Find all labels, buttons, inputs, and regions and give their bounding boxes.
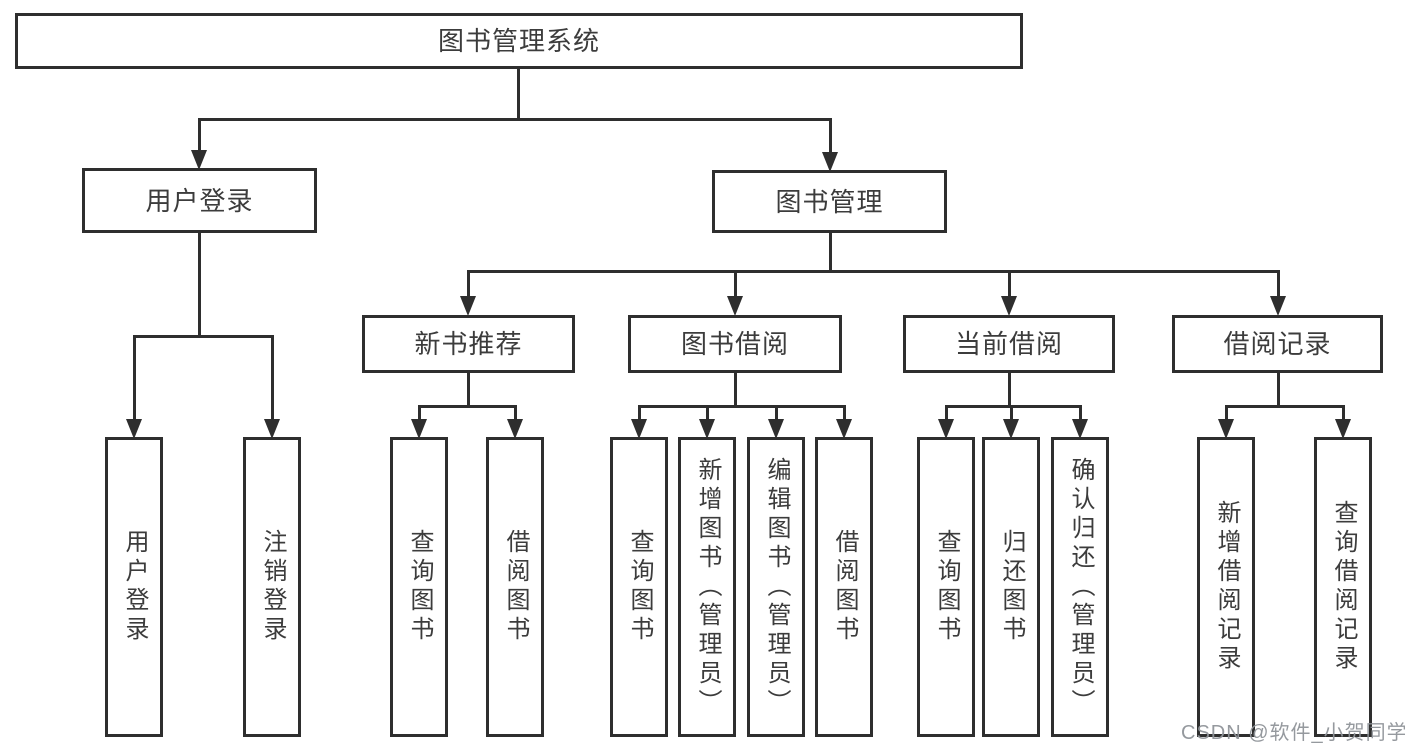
leaf-query-books-borrowing: 查询图书 (610, 437, 668, 737)
connector-line (516, 69, 520, 121)
arrowhead-down-icon (727, 296, 743, 316)
leaf-query-borrow-record: 查询借阅记录 (1314, 437, 1372, 737)
connector-line (197, 118, 201, 158)
node-book-borrowing: 图书借阅 (628, 315, 842, 373)
arrowhead-down-icon (1003, 419, 1019, 439)
node-book-management: 图书管理 (712, 170, 947, 233)
arrowhead-down-icon (631, 419, 647, 439)
connector-line (842, 405, 846, 430)
connector-line (1007, 270, 1011, 303)
arrowhead-down-icon (191, 150, 207, 170)
connector-line (944, 405, 948, 430)
connector-line (270, 335, 274, 425)
node-user-login: 用户登录 (82, 168, 317, 233)
arrowhead-down-icon (264, 419, 280, 439)
leaf-user-login: 用户登录 (105, 437, 163, 737)
arrowhead-down-icon (1001, 296, 1017, 316)
node-new-book-recommend: 新书推荐 (362, 315, 575, 373)
connector-line (1007, 373, 1011, 408)
arrowhead-down-icon (1072, 419, 1088, 439)
connector-line (733, 373, 737, 408)
arrowhead-down-icon (411, 419, 427, 439)
node-borrowing-records: 借阅记录 (1172, 315, 1383, 373)
node-current-borrowing: 当前借阅 (903, 315, 1115, 373)
connector-line (466, 270, 470, 303)
connector-line (1276, 373, 1280, 408)
csdn-watermark: CSDN @软件_小贺同学 (1181, 722, 1405, 744)
leaf-borrow-books-recommend: 借阅图书 (486, 437, 544, 737)
connector-line (417, 405, 421, 430)
arrowhead-down-icon (1270, 296, 1286, 316)
connector-line (733, 270, 737, 303)
connector-line (705, 405, 709, 430)
arrowhead-down-icon (938, 419, 954, 439)
connector-line (637, 405, 641, 430)
connector-line (1009, 405, 1013, 430)
arrowhead-down-icon (507, 419, 523, 439)
leaf-edit-books-admin: 编辑图书（管理员） (747, 437, 805, 737)
leaf-logout-login: 注销登录 (243, 437, 301, 737)
arrowhead-down-icon (1218, 419, 1234, 439)
connector-line (197, 233, 201, 338)
leaf-query-books-current: 查询图书 (917, 437, 975, 737)
leaf-confirm-return-admin: 确认归还（管理员） (1051, 437, 1109, 737)
connector-line (417, 405, 517, 408)
connector-line (197, 118, 832, 121)
connector-line (1078, 405, 1082, 430)
arrowhead-down-icon (460, 296, 476, 316)
leaf-add-books-admin: 新增图书（管理员） (678, 437, 736, 737)
connector-line (132, 335, 136, 425)
connector-line (466, 373, 470, 408)
arrowhead-down-icon (126, 419, 142, 439)
connector-line (944, 405, 1082, 408)
connector-line (828, 233, 832, 273)
leaf-borrow-books-borrowing: 借阅图书 (815, 437, 873, 737)
connector-line (1224, 405, 1228, 430)
arrowhead-down-icon (768, 419, 784, 439)
arrowhead-down-icon (836, 419, 852, 439)
connector-line (466, 270, 1280, 273)
connector-line (132, 335, 274, 338)
node-root-library-management-system: 图书管理系统 (15, 13, 1023, 69)
arrowhead-down-icon (1335, 419, 1351, 439)
connector-line (513, 405, 517, 430)
leaf-return-books: 归还图书 (982, 437, 1040, 737)
connector-line (1276, 270, 1280, 303)
leaf-query-books-recommend: 查询图书 (390, 437, 448, 737)
connector-line (637, 405, 846, 408)
arrowhead-down-icon (699, 419, 715, 439)
leaf-add-borrow-record: 新增借阅记录 (1197, 437, 1255, 737)
arrowhead-down-icon (822, 152, 838, 172)
connector-line (774, 405, 778, 430)
connector-line (1341, 405, 1345, 430)
connector-line (828, 118, 832, 160)
connector-line (1224, 405, 1345, 408)
